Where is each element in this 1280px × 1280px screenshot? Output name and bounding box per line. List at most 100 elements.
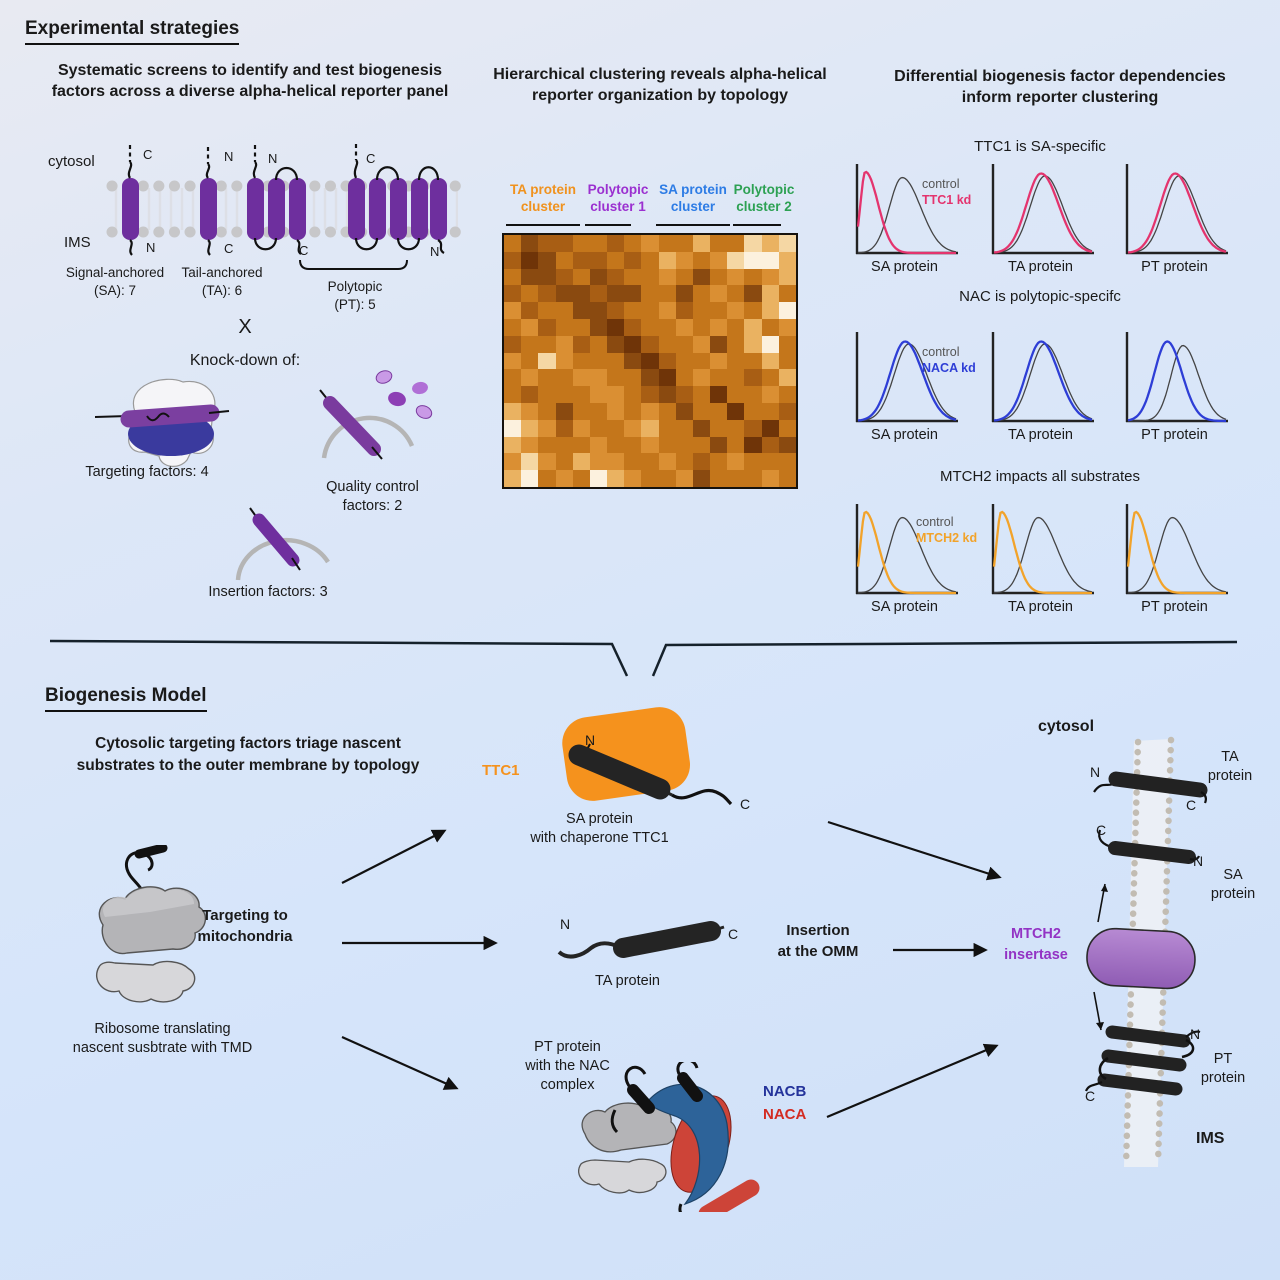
- heatmap-cell: [504, 335, 522, 353]
- heatmap-cell: [727, 470, 745, 487]
- cluster-underline-sa: [656, 224, 730, 226]
- heatmap-cell: [761, 268, 779, 286]
- heatmap-cell: [675, 235, 693, 252]
- ta-protein-icon: [557, 921, 725, 959]
- mtch2-label: MTCH2 insertase: [1004, 926, 1068, 964]
- transmembrane-helices: [122, 178, 447, 240]
- heatmap-cell: [658, 369, 676, 387]
- legend-control-label: control: [916, 515, 954, 529]
- heatmap-cell: [658, 402, 676, 420]
- heatmap-cell: [778, 352, 796, 370]
- heatmap-cell: [744, 302, 762, 319]
- section-title-experimental: Experimental strategies: [25, 18, 240, 45]
- heatmap-cell: [607, 285, 625, 303]
- flow-plot-mtch2-sa: [852, 502, 960, 598]
- cluster-underline-ta: [506, 224, 580, 226]
- naca-label: NACA: [763, 1106, 807, 1123]
- ribosome-caption: Ribosome translating nascent susbtrate w…: [72, 1021, 253, 1056]
- ims-label-bottom: IMS: [1196, 1130, 1225, 1147]
- heatmap-cell: [658, 470, 676, 487]
- heatmap-cell: [692, 302, 711, 319]
- heatmap-cell: [710, 470, 728, 487]
- heatmap-cell: [521, 318, 539, 336]
- xlabel-mtch2-ta: TA protein: [1007, 599, 1074, 615]
- heatmap-cell: [555, 453, 573, 471]
- heatmap-cell: [538, 436, 556, 454]
- heatmap-cell: [710, 369, 728, 387]
- heatmap-cell: [744, 386, 762, 403]
- heatmap-cell: [727, 436, 745, 454]
- legend-kd-label: NACA kd: [922, 361, 976, 376]
- heatmap-cell: [555, 419, 573, 437]
- terminus-ta-top: N: [224, 149, 234, 164]
- heatmap-cell: [675, 386, 693, 403]
- heatmap-cell: [744, 235, 762, 252]
- heatmap-cell: [727, 386, 745, 403]
- heatmap-cell: [572, 235, 590, 252]
- mem-ta-label: TA protein: [1207, 749, 1253, 784]
- cytosol-label-top: cytosol: [48, 153, 95, 170]
- heatmap-cell: [521, 419, 539, 437]
- heatmap-cell: [521, 251, 539, 269]
- heatmap-cell: [727, 268, 745, 286]
- heatmap-cell: [555, 318, 573, 336]
- heatmap-cell: [555, 470, 573, 487]
- outer-membrane-diagram: [1084, 736, 1208, 1170]
- flow-plot-ttc1-ta: [988, 162, 1096, 258]
- heatmap-cell: [555, 402, 573, 420]
- heatmap-cell: [658, 436, 676, 454]
- heatmap-cell: [778, 436, 796, 454]
- sa-chaperone-caption: SA protein with chaperone TTC1: [530, 811, 669, 846]
- heatmap-cell: [692, 436, 711, 454]
- heatmap-cell: [761, 318, 779, 336]
- heatmap-cell: [692, 386, 711, 403]
- heatmap-cell: [624, 369, 642, 387]
- heatmap-cell: [538, 386, 556, 403]
- membrane-topology-diagram: [106, 144, 462, 270]
- heatmap-cell: [692, 419, 711, 437]
- nacb-label: NACB: [763, 1083, 807, 1100]
- knockdown-label-quality: Quality control factors: 2: [326, 479, 419, 514]
- heatmap-cell: [555, 335, 573, 353]
- ta-rod: [1108, 771, 1208, 798]
- heatmap-cell: [675, 436, 693, 454]
- xlabel-nac-pt: PT protein: [1141, 427, 1208, 443]
- heatmap-cell: [710, 251, 728, 269]
- heatmap-cell: [761, 302, 779, 319]
- heatmap-cell: [521, 335, 539, 353]
- heatmap-cell: [761, 285, 779, 303]
- heatmap-cell: [727, 302, 745, 319]
- heatmap-cell: [624, 318, 642, 336]
- label-signal-anchored: Signal-anchored (SA): 7: [65, 265, 165, 298]
- heatmap-cell: [504, 302, 522, 319]
- heatmap-cell: [572, 302, 590, 319]
- heatmap-cell: [710, 436, 728, 454]
- heatmap-cell: [778, 470, 796, 487]
- panel2-heading: Hierarchical clustering reveals alpha-he…: [493, 66, 827, 105]
- heatmap-cell: [504, 419, 522, 437]
- heatmap-cell: [572, 402, 590, 420]
- heatmap-cell: [555, 235, 573, 252]
- heatmap-cell: [692, 268, 711, 286]
- cluster-label-polytopic2: Polytopic cluster 2: [733, 182, 795, 214]
- heatmap-cell: [572, 386, 590, 403]
- section-title-model: Biogenesis Model: [45, 685, 207, 712]
- heatmap-cell: [607, 318, 625, 336]
- heatmap-cell: [744, 335, 762, 353]
- heatmap-cell: [778, 285, 796, 303]
- heatmap-cell: [504, 436, 522, 454]
- ttc1-chaperone-icon: [562, 707, 733, 806]
- brace-left: [49, 639, 629, 677]
- heatmap-cell: [744, 352, 762, 370]
- heatmap-cell: [658, 335, 676, 353]
- heatmap-cell: [641, 453, 659, 471]
- heatmap-cell: [727, 352, 745, 370]
- terminus-mem-sa-c: C: [1096, 822, 1107, 838]
- heatmap-cell: [504, 268, 522, 286]
- heatmap-cell: [761, 235, 779, 252]
- terminus-pt2-top: C: [366, 151, 376, 166]
- heatmap-cell: [538, 369, 556, 387]
- heatmap-cell: [641, 235, 659, 252]
- heatmap-cell: [589, 335, 608, 353]
- heatmap-cell: [727, 419, 745, 437]
